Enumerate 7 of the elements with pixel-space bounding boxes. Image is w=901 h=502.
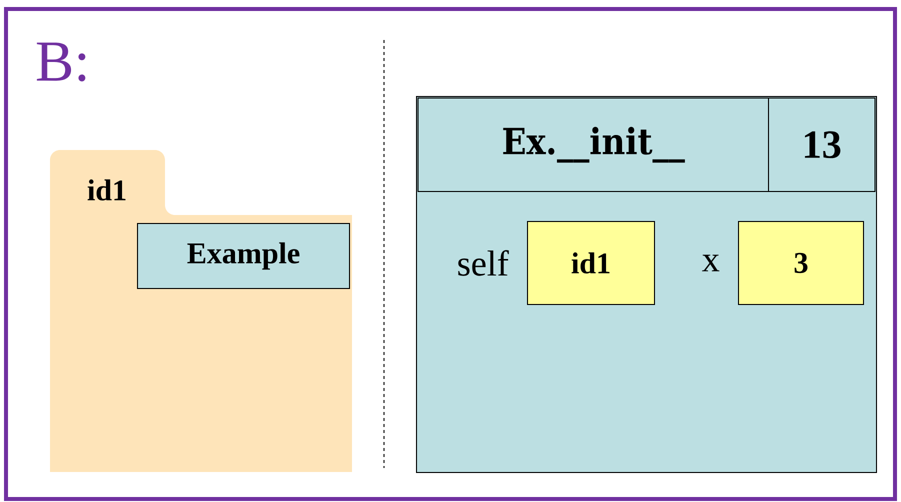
class-name-box: Example — [137, 222, 350, 289]
variable-name: self — [458, 250, 509, 276]
line-number-cell: 13 — [768, 98, 876, 192]
variable-box: id1 — [527, 220, 655, 305]
variable-box: 3 — [738, 220, 864, 305]
variable-name: x — [702, 254, 720, 272]
panel-label: B: — [36, 42, 86, 82]
